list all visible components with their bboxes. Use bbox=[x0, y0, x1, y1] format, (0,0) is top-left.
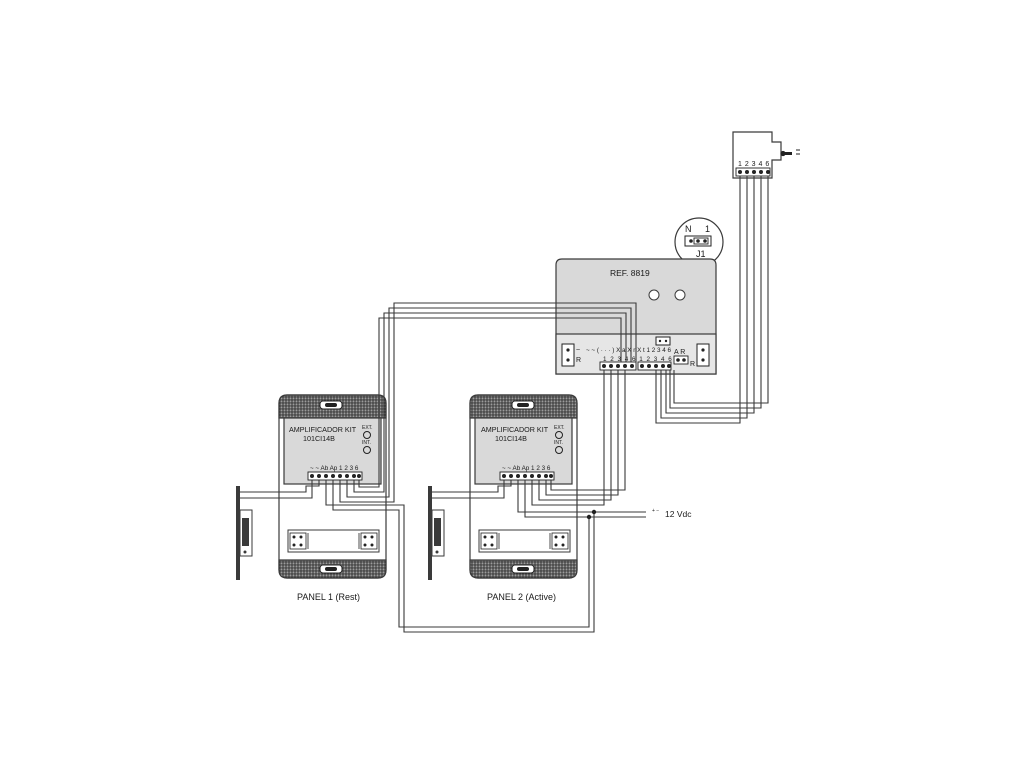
jumper-label-1: 1 bbox=[705, 224, 710, 234]
module-left-label: ~ bbox=[576, 347, 580, 354]
module-terminal-numbers: 1 2 3 4 6 1 2 3 4 6 bbox=[603, 356, 673, 363]
power-polarity: + − bbox=[652, 508, 659, 514]
telephone-unit: 1 2 3 4 6 bbox=[732, 131, 800, 179]
panel1-ext-pot-icon bbox=[363, 431, 371, 439]
panel2-amp-title: AMPLIFICADOR KIT bbox=[481, 425, 549, 434]
panel1-terminal-labels: ~ ~ Ab Ap 1 2 3 6 bbox=[310, 465, 359, 472]
module-ref: REF. 8819 bbox=[610, 268, 650, 278]
power-supply-label: + − 12 Vdc bbox=[652, 508, 692, 519]
door-lock-1 bbox=[236, 486, 253, 580]
panel1-int: INT. bbox=[362, 440, 371, 446]
wires-phone-module bbox=[655, 176, 769, 424]
panel2-terminal-labels: ~ ~ Ab Ap 1 2 3 6 bbox=[502, 465, 551, 472]
panel2-ext-pot-icon bbox=[555, 431, 563, 439]
handset-icon bbox=[780, 149, 800, 157]
panel-2: AMPLIFICADOR KIT 101CI14B EXT. INT. ~ ~ … bbox=[469, 394, 578, 602]
phone-terminal-block bbox=[735, 167, 771, 177]
module-right-label-r: R bbox=[690, 361, 695, 368]
panel2-caption: PANEL 2 (Active) bbox=[487, 592, 556, 602]
panel2-ext: EXT. bbox=[554, 425, 565, 431]
panel1-int-pot-icon bbox=[363, 446, 371, 454]
jumper-label-j1: J1 bbox=[696, 249, 706, 259]
panel2-amp-model: 101CI14B bbox=[495, 434, 527, 443]
phone-terminal-numbers: 1 2 3 4 6 bbox=[738, 161, 770, 168]
module-screw-left bbox=[648, 289, 660, 301]
power-label: 12 Vdc bbox=[665, 509, 692, 519]
panel2-int: INT. bbox=[554, 440, 563, 446]
jumper-label-n: N bbox=[685, 224, 692, 234]
wires-panel-2 bbox=[432, 370, 646, 520]
panel2-int-pot-icon bbox=[555, 446, 563, 454]
module-screw-right bbox=[674, 289, 686, 301]
panel1-ext: EXT. bbox=[362, 425, 373, 431]
panel1-amp-title: AMPLIFICADOR KIT bbox=[289, 425, 357, 434]
panel1-amp-model: 101CI14B bbox=[303, 434, 335, 443]
module-right-labels: A R bbox=[674, 349, 685, 356]
module-terminal-labels: ~ ~ ( · · · ) X a X r X t 1 2 3 4 6 bbox=[586, 347, 672, 354]
panel1-caption: PANEL 1 (Rest) bbox=[297, 592, 360, 602]
door-lock-2 bbox=[428, 486, 445, 580]
module-left-label-r: R bbox=[576, 357, 581, 364]
wires-panel-1 bbox=[240, 302, 637, 633]
